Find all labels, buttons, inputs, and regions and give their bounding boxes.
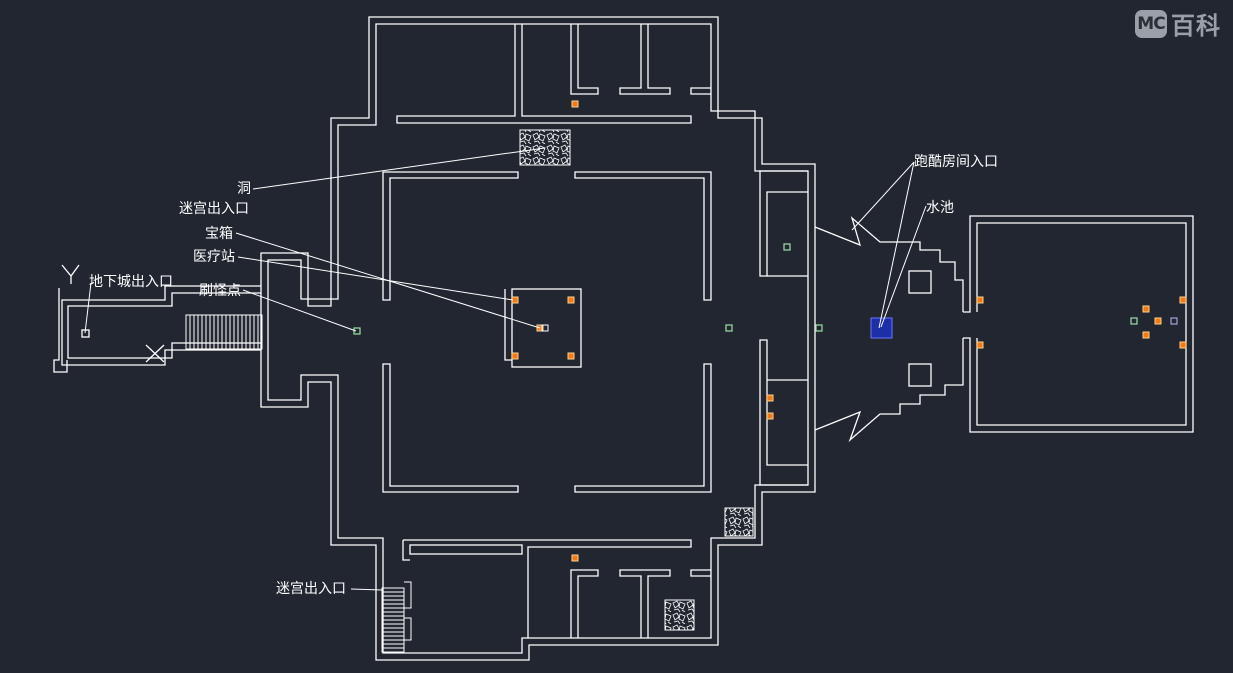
chest-marker xyxy=(1154,317,1162,325)
chest-marker xyxy=(567,296,575,304)
chest-marker xyxy=(766,412,774,420)
chest-marker xyxy=(571,100,579,108)
chest-marker xyxy=(976,341,984,349)
label-pool: 水池 xyxy=(926,200,954,216)
spawn-marker xyxy=(815,324,823,332)
spawn-markers xyxy=(353,243,1138,335)
chest-marker xyxy=(766,394,774,402)
chest-marker xyxy=(511,352,519,360)
chest-marker xyxy=(571,554,579,562)
watermark-badge: MC xyxy=(1135,9,1167,38)
chest-marker xyxy=(1179,341,1187,349)
label-medical: 医疗站 xyxy=(193,249,235,265)
hole-top xyxy=(519,129,571,166)
chest-marker xyxy=(1142,305,1150,313)
pool xyxy=(870,317,893,339)
label-maze-exit-top: 迷宫出入口 xyxy=(179,201,249,217)
leader-lines xyxy=(84,147,927,591)
stairs-west xyxy=(185,314,263,350)
special-marker xyxy=(1170,317,1178,325)
label-hole: 洞 xyxy=(237,181,251,197)
chest-marker xyxy=(567,352,575,360)
watermark-logo: MC 百科 xyxy=(1135,6,1221,41)
watermark-text: 百科 xyxy=(1171,12,1221,40)
spawn-marker xyxy=(1130,317,1138,325)
hole-south xyxy=(664,599,695,631)
label-spawn: 刷怪点 xyxy=(199,283,241,299)
hole-southeast xyxy=(724,507,754,537)
spawn-marker xyxy=(353,327,361,335)
hole-markers xyxy=(519,129,754,631)
chest-marker xyxy=(1179,296,1187,304)
label-dungeon: 地下城出入口 xyxy=(89,274,173,290)
spawn-marker xyxy=(725,324,733,332)
label-chest: 宝箱 xyxy=(205,226,233,242)
medical-marker xyxy=(541,324,549,332)
stairs-south xyxy=(381,581,412,653)
chest-markers xyxy=(511,100,1187,562)
chest-marker xyxy=(1142,331,1150,339)
spawn-marker xyxy=(783,243,791,251)
label-parkour: 跑酷房间入口 xyxy=(914,154,998,170)
walls xyxy=(53,16,1194,661)
chest-marker xyxy=(976,296,984,304)
label-maze-exit-bottom: 迷宫出入口 xyxy=(276,581,346,597)
